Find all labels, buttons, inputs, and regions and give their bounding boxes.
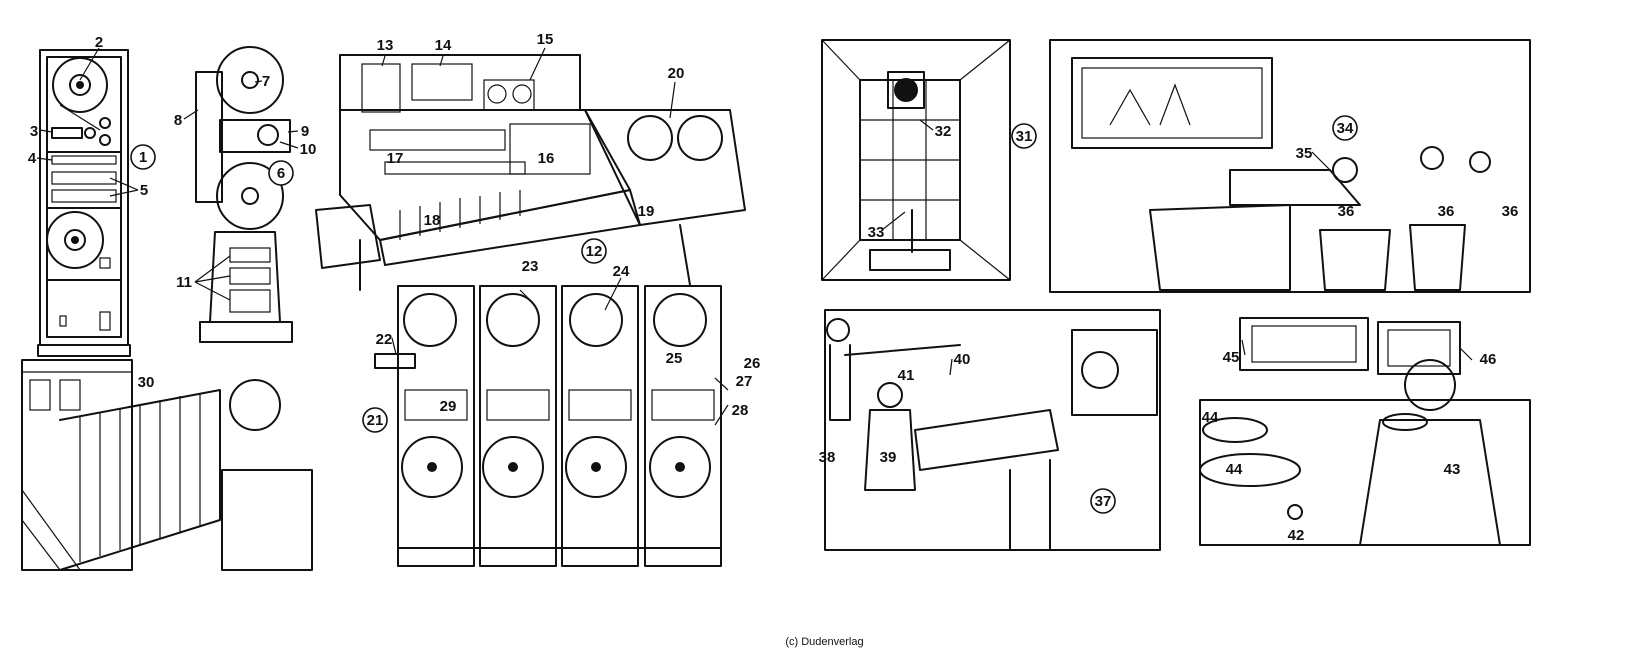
label-14: 14: [435, 37, 452, 54]
label-7: 7: [262, 73, 270, 90]
label-28: 28: [732, 402, 749, 419]
label-2: 2: [95, 34, 103, 51]
label-18: 18: [424, 212, 441, 229]
copyright-credit: (c) Dudenverlag: [785, 636, 864, 648]
leader-lines: [36, 47, 1473, 426]
label-36: 36: [1438, 203, 1455, 220]
label-circle: [1011, 123, 1037, 149]
label-20: 20: [668, 65, 685, 82]
label-circle: [581, 238, 607, 264]
label-43: 43: [1444, 461, 1461, 478]
machine-room: [21, 359, 313, 571]
label-circle: [130, 144, 156, 170]
label-circle: [268, 160, 294, 186]
label-11: 11: [176, 274, 192, 291]
label-27: 27: [736, 373, 753, 390]
label-16: 16: [538, 150, 555, 167]
label-35: 35: [1296, 145, 1313, 162]
label-26: 26: [744, 355, 761, 372]
magnetic-film-recorder: [195, 46, 293, 343]
label-5: 5: [140, 182, 148, 199]
label-34: 34: [1337, 120, 1354, 137]
label-37: 37: [1095, 493, 1112, 510]
label-41: 41: [898, 367, 915, 384]
label-36: 36: [1338, 203, 1355, 220]
label-31: 31: [1016, 128, 1033, 145]
label-circle: [1090, 488, 1116, 514]
label-23: 23: [522, 258, 539, 275]
label-40: 40: [954, 351, 971, 368]
label-44: 44: [1202, 409, 1219, 426]
label-45: 45: [1223, 349, 1240, 366]
label-42: 42: [1288, 527, 1305, 544]
label-38: 38: [819, 449, 836, 466]
label-10: 10: [300, 141, 317, 158]
studio-tape-machines: [374, 285, 722, 567]
speaker-booth: [821, 39, 1011, 281]
label-30: 30: [138, 374, 155, 391]
label-4: 4: [28, 150, 37, 167]
label-15: 15: [537, 31, 554, 48]
label-1: 1: [139, 149, 147, 166]
label-22: 22: [376, 331, 393, 348]
label-19: 19: [638, 203, 655, 220]
label-circle: [362, 407, 388, 433]
label-44: 44: [1226, 461, 1243, 478]
dubbing-studio: [824, 309, 1161, 551]
tape-recorder-rack: [37, 49, 131, 357]
label-29: 29: [440, 398, 457, 415]
label-3: 3: [30, 123, 38, 140]
label-8: 8: [174, 112, 182, 129]
editing-table: [1199, 317, 1531, 546]
callout-labels: 2 3 4 1 5 7 8 9 10 6 11 13 14 15 20 17 1…: [28, 31, 1519, 544]
label-circle: [1332, 115, 1358, 141]
label-9: 9: [301, 123, 309, 140]
control-room: [1049, 39, 1531, 293]
label-25: 25: [666, 350, 683, 367]
label-39: 39: [880, 449, 897, 466]
label-17: 17: [387, 150, 404, 167]
mixing-console: [315, 54, 746, 291]
label-36: 36: [1502, 203, 1519, 220]
label-12: 12: [586, 243, 603, 260]
label-24: 24: [613, 263, 630, 280]
label-13: 13: [377, 37, 394, 54]
label-33: 33: [868, 224, 885, 241]
label-6: 6: [277, 165, 285, 182]
label-32: 32: [935, 123, 952, 140]
label-21: 21: [367, 412, 384, 429]
label-46: 46: [1480, 351, 1497, 368]
